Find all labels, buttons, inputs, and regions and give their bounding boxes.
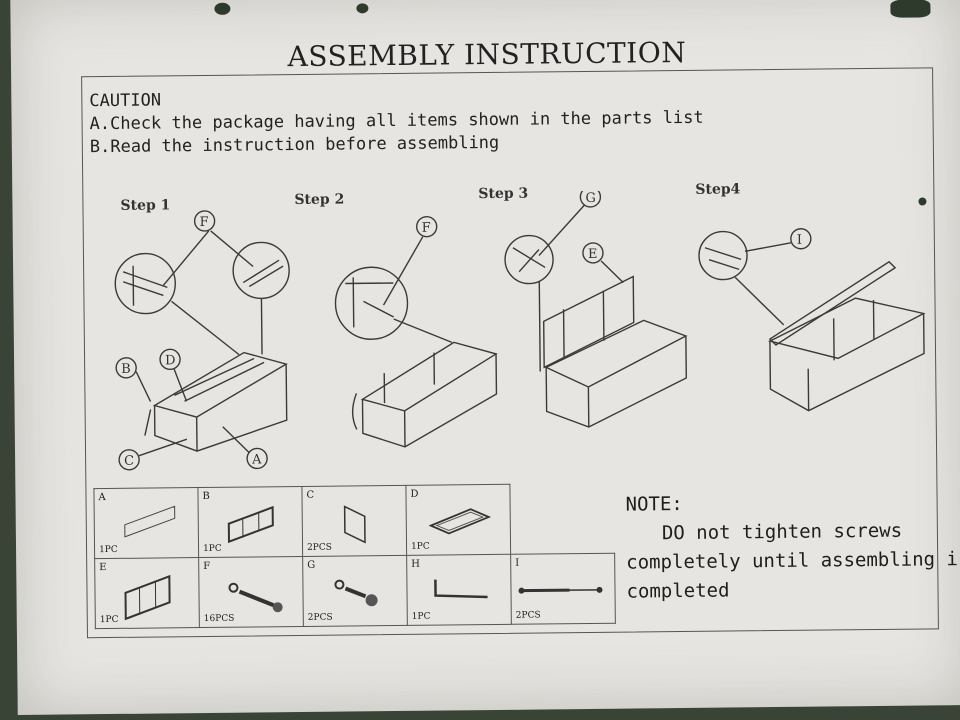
part-cell-a: A 1PC <box>93 487 199 559</box>
step-4-diagram: I <box>698 228 926 412</box>
part-qty: 2PCS <box>515 610 541 621</box>
part-qty: 1PC <box>411 611 431 622</box>
parts-row-1: A 1PC B 1PC C 2PCS D 1PC <box>93 483 615 559</box>
step-2-diagram: F <box>334 215 498 448</box>
callout-step1-d: D <box>165 353 176 368</box>
note-heading: NOTE: <box>625 492 683 516</box>
callout-step3-g: G <box>585 191 596 206</box>
stain-mark <box>918 197 927 206</box>
part-qty: 1PC <box>99 614 119 626</box>
frame-e-icon <box>124 574 171 621</box>
panel-a-icon <box>124 505 176 538</box>
parts-row-2: E 1PC F 16PCS G 2PCS H 1PC I <box>94 553 616 629</box>
part-qty: 1PC <box>203 543 222 555</box>
callout-step1-f: F <box>200 215 209 230</box>
note-line-2: completely until assembling is <box>626 547 960 574</box>
note-line-3: completed <box>626 579 730 603</box>
part-cell-i: I 2PCS <box>510 553 616 625</box>
callout-step2-f: F <box>422 221 431 236</box>
stain-mark <box>214 2 231 15</box>
frame-b-icon <box>227 505 274 544</box>
part-qty: 1PC <box>99 544 118 556</box>
part-cell-e: E 1PC <box>94 557 200 629</box>
screw-f-icon <box>228 582 283 613</box>
part-qty: 16PCS <box>203 613 235 625</box>
callout-step1-a: A <box>251 452 262 467</box>
callout-step3-e: E <box>588 247 598 262</box>
part-cell-b: B 1PC <box>197 486 303 558</box>
callout-step4-i: I <box>797 233 802 248</box>
stain-mark <box>356 3 369 14</box>
step-diagrams: F D B C A F <box>114 187 926 471</box>
gas-strut-i-icon <box>518 586 603 594</box>
part-qty: 2PCS <box>307 612 333 623</box>
stain-mark <box>890 0 931 18</box>
note-line-1: DO not tighten screws <box>661 519 903 545</box>
part-cell-d: D 1PC <box>405 484 511 556</box>
side-panel-c-icon <box>343 505 366 544</box>
step-1-diagram: F D B C A <box>114 210 290 471</box>
floor-panel-d-icon <box>428 508 492 535</box>
part-cell-f: F 16PCS <box>198 556 304 628</box>
part-qty: 2PCS <box>306 542 332 553</box>
allen-key-h-icon <box>434 579 488 599</box>
parts-list-table: A 1PC B 1PC C 2PCS D 1PC E <box>93 483 616 629</box>
empty-cell <box>510 483 615 554</box>
callout-step1-c: C <box>124 454 134 469</box>
step-3-diagram: G E <box>504 187 688 428</box>
callout-step1-b: B <box>121 362 131 377</box>
part-cell-c: C 2PCS <box>301 485 407 557</box>
bolt-g-icon <box>334 579 378 607</box>
part-cell-g: G 2PCS <box>302 555 408 627</box>
part-cell-h: H 1PC <box>406 554 512 626</box>
part-qty: 1PC <box>410 541 430 552</box>
